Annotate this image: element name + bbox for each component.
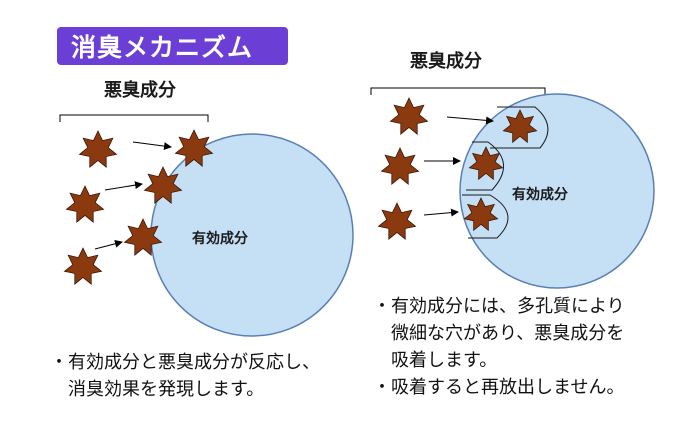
left-description-line: 消臭効果を発現します。	[68, 379, 265, 400]
left-odor-molecules	[63, 129, 214, 285]
odor-molecule	[463, 197, 499, 232]
right-odor-bracket	[370, 87, 546, 95]
odor-molecule	[174, 129, 214, 167]
left-description-line: ・有効成分と悪臭成分が反応し、	[50, 352, 320, 373]
odor-molecule	[123, 218, 163, 256]
odor-molecule	[78, 130, 118, 168]
right-arrows	[423, 116, 494, 217]
right-description-line: 吸着します。	[391, 350, 498, 371]
arrow	[104, 181, 143, 191]
odor-molecule	[389, 97, 429, 135]
odor-molecule	[468, 146, 504, 181]
arrow	[446, 116, 494, 125]
odor-molecule	[377, 202, 417, 240]
arrow	[132, 141, 172, 151]
arrow	[94, 239, 123, 250]
right-description-line: 微細な穴があり、悪臭成分を	[391, 323, 625, 344]
odor-molecule	[65, 185, 105, 223]
right-odor-molecules	[377, 97, 538, 240]
right-description-line: ・有効成分には、多孔質により	[373, 296, 625, 317]
left-odor-label: 悪臭成分	[104, 79, 176, 101]
right-effective-label: 有効成分	[512, 186, 568, 203]
left-effective-circle	[150, 133, 354, 337]
odor-molecule	[380, 147, 420, 185]
left-panel: 悪臭成分 有効成分	[59, 79, 354, 337]
right-description-line: ・吸着すると再放出しません。	[373, 377, 625, 398]
left-effective-label: 有効成分	[192, 230, 248, 247]
odor-molecule	[63, 247, 103, 285]
pore	[490, 106, 549, 149]
right-panel: 悪臭成分 有効成分	[370, 50, 655, 289]
title-banner: 消臭メカニズム	[57, 27, 288, 65]
diagram-title: 消臭メカニズム	[71, 33, 254, 62]
arrow	[423, 208, 459, 217]
odor-molecule	[502, 109, 538, 144]
left-arrows	[94, 141, 172, 250]
odor-molecule	[143, 166, 183, 204]
pores	[462, 106, 549, 239]
right-effective-circle	[459, 93, 655, 289]
left-description: ・有効成分と悪臭成分が反応し、 消臭効果を発現します。	[50, 349, 320, 403]
pore	[466, 141, 505, 191]
right-description: ・有効成分には、多孔質により 微細な穴があり、悪臭成分を 吸着します。 ・吸着す…	[373, 293, 625, 401]
right-odor-label: 悪臭成分	[410, 50, 482, 72]
left-odor-bracket	[59, 114, 209, 122]
pore	[462, 194, 509, 239]
